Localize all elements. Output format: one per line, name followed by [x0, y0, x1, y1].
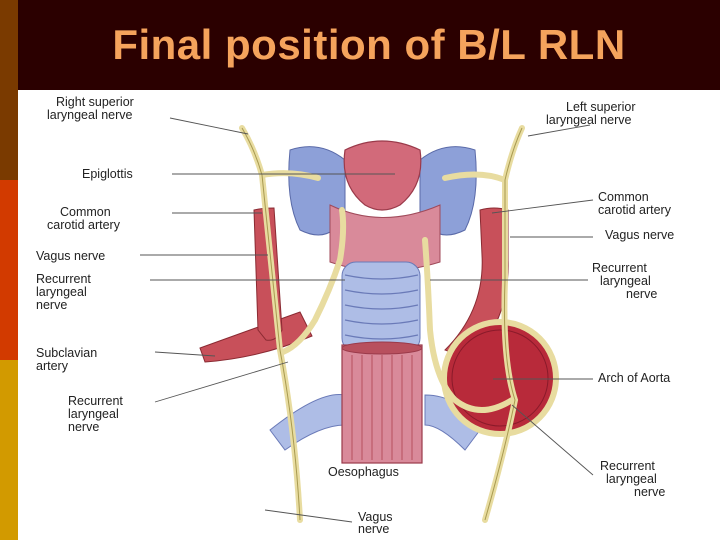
label-subclavian: Subclavian	[36, 346, 97, 360]
label-common-carotid-right: Common	[598, 190, 649, 204]
right-recurrent-laryngeal-nerve	[280, 207, 347, 355]
label-common-carotid-left: Common	[60, 205, 111, 219]
label-recurrent-low-left: Recurrent	[68, 394, 123, 408]
arch-of-aorta-lumen	[451, 329, 549, 427]
label-right-superior-laryngeal-nerve: Right superior	[56, 95, 134, 109]
label-arch-of-aorta: Arch of Aorta	[598, 371, 670, 385]
label-epiglottis: Epiglottis	[82, 167, 133, 181]
label-recurrent-right-3: nerve	[626, 287, 657, 301]
side-bar-top	[0, 0, 18, 180]
side-bar-bottom	[0, 360, 18, 540]
label-subclavian-2: artery	[36, 359, 69, 373]
label-recurrent-low-left-3: nerve	[68, 420, 99, 434]
label-recurrent-left: Recurrent	[36, 272, 91, 286]
label-vagus-bottom-2: nerve	[358, 522, 389, 536]
label-recurrent-right-2: laryngeal	[600, 274, 651, 288]
title-bar: Final position of B/L RLN	[18, 0, 720, 90]
slide-title: Final position of B/L RLN	[112, 21, 626, 68]
nerve-outlines	[241, 127, 523, 521]
leader-lines	[140, 117, 594, 523]
label-vagus-right: Vagus nerve	[605, 228, 674, 242]
epiglottis	[343, 140, 422, 211]
anatomy-diagram: Right superior laryngeal nerve Epiglotti…	[36, 95, 674, 536]
label-right-superior-laryngeal-nerve-2: laryngeal nerve	[47, 108, 133, 122]
left-labels: Right superior laryngeal nerve Epiglotti…	[36, 95, 134, 434]
right-labels: Left superior laryngeal nerve Common car…	[546, 100, 674, 499]
right-bronchus	[269, 393, 346, 451]
left-recurrent-laryngeal-nerve	[422, 237, 515, 413]
label-vagus-left: Vagus nerve	[36, 249, 105, 263]
side-bar-middle	[0, 180, 18, 360]
oesophagus-top	[341, 341, 423, 355]
label-recurrent-right: Recurrent	[592, 261, 647, 275]
label-recurrent-low-right: Recurrent	[600, 459, 655, 473]
label-left-superior-laryngeal-nerve: Left superior	[566, 100, 635, 114]
label-recurrent-low-right-3: nerve	[634, 485, 665, 499]
arch-of-aorta	[441, 319, 559, 437]
label-recurrent-low-left-2: laryngeal	[68, 407, 119, 421]
label-vagus-bottom: Vagus	[358, 510, 393, 524]
label-recurrent-left-3: nerve	[36, 298, 67, 312]
right-subclavian-artery	[199, 311, 313, 363]
label-oesophagus: Oesophagus	[328, 465, 399, 479]
label-recurrent-low-right-2: laryngeal	[606, 472, 657, 486]
label-common-carotid-right-2: carotid artery	[598, 203, 672, 217]
label-common-carotid-left-2: carotid artery	[47, 218, 121, 232]
label-recurrent-left-2: laryngeal	[36, 285, 87, 299]
label-left-superior-laryngeal-nerve-2: laryngeal nerve	[546, 113, 632, 127]
